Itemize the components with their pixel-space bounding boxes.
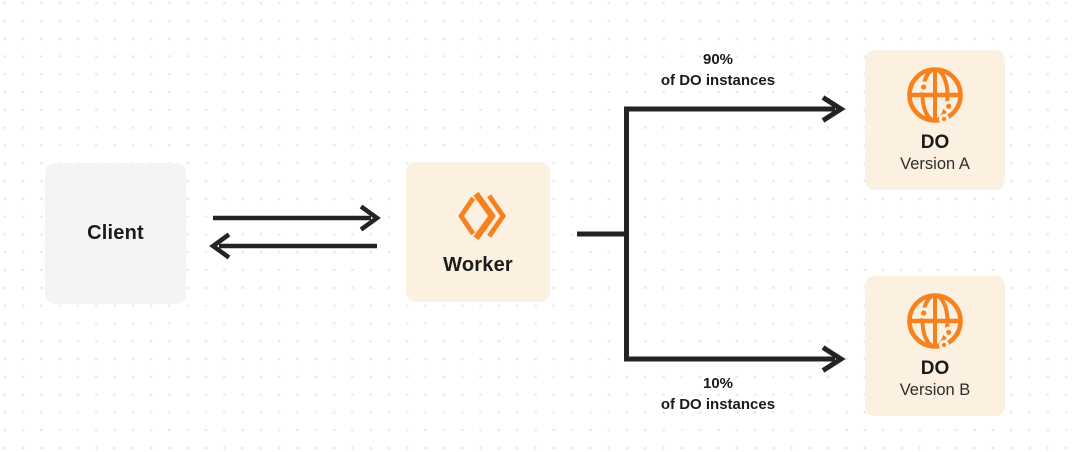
- worker-node: Worker: [406, 162, 550, 302]
- do-version-b-title: DO: [920, 358, 950, 379]
- client-to-worker-arrow: [213, 204, 381, 232]
- branch-arrow-to-do-version-b: [624, 345, 846, 373]
- worker-branch-connector: [577, 106, 629, 362]
- worker-to-client-arrow: [209, 232, 377, 260]
- traffic-split-percent-90: 90%: [702, 51, 734, 68]
- traffic-split-percent-10: 10%: [702, 375, 734, 392]
- workers-logo-icon: [458, 191, 507, 241]
- do-version-a-node: DO Version A: [865, 50, 1005, 190]
- traffic-split-label-10: 10% of DO instances: [628, 373, 808, 415]
- globe-icon: [907, 293, 963, 351]
- worker-label: Worker: [443, 254, 513, 276]
- do-version-a-subtitle: Version A: [900, 155, 970, 173]
- do-version-a-title: DO: [920, 132, 950, 153]
- traffic-split-caption-90: of DO instances: [660, 72, 776, 89]
- do-version-b-node: DO Version B: [865, 276, 1005, 416]
- globe-icon: [907, 67, 963, 125]
- traffic-split-label-90: 90% of DO instances: [628, 49, 808, 91]
- traffic-split-caption-10: of DO instances: [660, 396, 776, 413]
- do-version-b-subtitle: Version B: [899, 381, 971, 399]
- branch-arrow-to-do-version-a: [624, 95, 846, 123]
- client-node: Client: [45, 163, 186, 304]
- client-label: Client: [87, 222, 144, 244]
